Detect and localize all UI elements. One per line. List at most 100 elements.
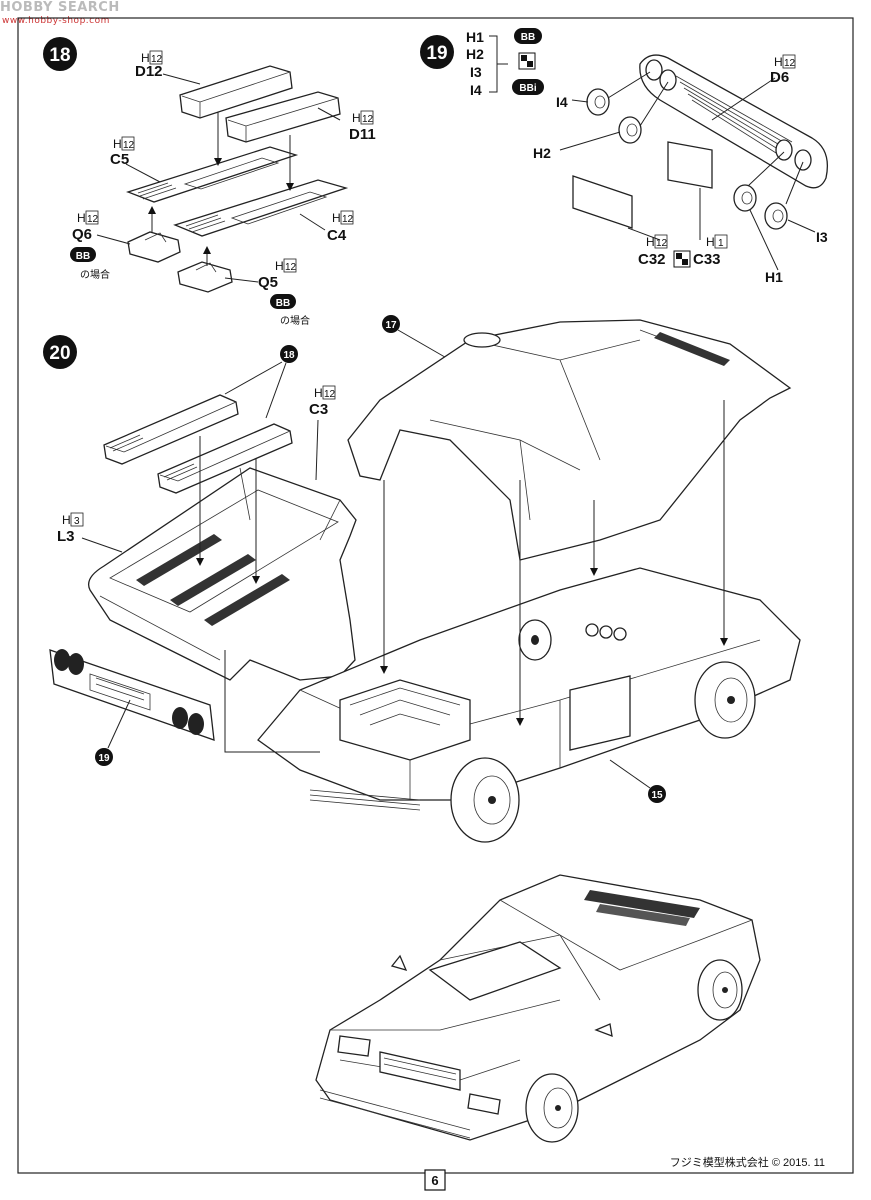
copyright: フジミ模型株式会社 © 2015. 11 [670,1155,825,1169]
wheel-rear [694,661,756,739]
part-q6-shape [127,231,181,263]
runner-number: 12 [342,214,354,225]
watermark: HOBBY SEARCH www.hobby-shop.com [0,0,120,26]
engine-block [339,679,471,761]
part-c33-shape [667,141,713,189]
part-h2-label: H2 [466,46,484,62]
step-20: 20 18 19 H 12 C3 [43,315,801,843]
part-l3-label: L3 [57,528,75,545]
ref-step-19-number: 19 [98,753,110,764]
step-18-badge [43,37,77,71]
gauges [585,623,627,641]
headlamp-right [467,1093,501,1115]
part-i3-label: I3 [816,229,828,245]
part-c32-shape [572,175,633,229]
part-c4-label: C4 [327,227,347,244]
car-wheel-rear [697,959,743,1021]
runner-number: 12 [784,58,796,69]
part-d12-shape [179,65,293,119]
step-19-badge [420,35,454,69]
part-d6-label: D6 [770,69,789,86]
part-c3-label: C3 [309,401,328,418]
part-q5-label: Q5 [258,274,278,291]
finished-car [315,874,761,1143]
part-c33-label: C33 [693,251,721,268]
part-d11-label: D11 [349,126,376,143]
bb-badge [514,28,542,44]
bb-badge-text: BB [76,251,90,262]
runner-letter: H [706,235,715,249]
bb-badge-text: BB [521,32,535,43]
vent-right [157,423,293,494]
vent-left [103,394,239,465]
runner-letter: H [113,137,122,151]
bb-badge-text: BB [276,298,290,309]
step-19-number: 19 [426,43,447,64]
ref-step-17-number: 17 [385,320,397,331]
step-18: 18 [43,37,349,293]
part-i4-label: I4 [556,94,568,110]
bb-badge [270,294,296,309]
headlamp-left [337,1035,371,1057]
lamp-i3 [764,202,788,230]
steering-wheel [518,619,552,661]
step-18-labels: H 12 D12 H 12 D11 H 12 C5 H 12 C4 H 12 Q… [70,50,376,327]
runner-number: 12 [362,114,374,125]
windshield [428,941,562,1001]
watermark-text: HOBBY SEARCH [0,0,120,15]
runner-letter: H [141,51,150,65]
runner-number: 12 [656,238,668,249]
ref-step-18 [280,345,298,363]
ref-step-18-number: 18 [283,350,295,361]
exhaust-left [54,649,84,675]
runner-number: 12 [324,389,336,400]
mirror-left [390,954,408,972]
part-q6-label: Q6 [72,226,92,243]
part-q5-shape [177,261,233,293]
part-d11-shape [225,91,341,143]
part-h1-label: H1 [765,269,783,285]
watermark-site: www.hobby-shop.com [2,16,110,26]
ref-step-15 [648,785,666,803]
page-number-box [424,1169,446,1191]
bbi-badge-text: BBi [519,83,536,94]
page-number: 6 [431,1173,438,1188]
runner-letter: H [332,211,341,225]
part-h2-label: H2 [533,145,551,161]
step-19: 19 H1 H2 I3 I4 BB BBi I4 H [420,28,829,285]
bb-badge [70,247,96,262]
runner-number: 12 [285,262,297,273]
runner-letter: H [352,111,361,125]
step-20-badge [43,335,77,369]
runner-number: 1 [718,238,724,249]
wheel-front [450,757,520,843]
body-shell [347,319,792,561]
car-wheel-front [525,1073,579,1143]
runner-letter: H [646,235,655,249]
lamp-h2 [618,116,642,144]
runner-number: 3 [74,516,80,527]
part-i3-label: I3 [470,64,482,80]
part-d12-label: D12 [135,63,163,80]
part-i4-label: I4 [470,82,482,98]
runner-letter: H [77,211,86,225]
runner-letter: H [774,55,783,69]
bbi-badge [512,79,544,95]
bb-note: の場合 [280,314,310,327]
ref-step-17 [382,315,400,333]
ref-step-19 [95,748,113,766]
mirror-right [594,1023,613,1038]
runner-number: 12 [151,54,163,65]
exhaust-right [172,707,204,735]
lamp-h1 [733,184,757,212]
step-20-number: 20 [49,343,70,364]
runner-number: 12 [87,214,99,225]
runner-letter: H [314,386,323,400]
part-c32-label: C32 [638,251,666,268]
step-18-number: 18 [49,45,70,66]
bb-note: の場合 [80,268,110,281]
lamp-i4 [586,88,610,116]
runner-letter: H [275,259,284,273]
runner-number: 12 [123,140,135,151]
